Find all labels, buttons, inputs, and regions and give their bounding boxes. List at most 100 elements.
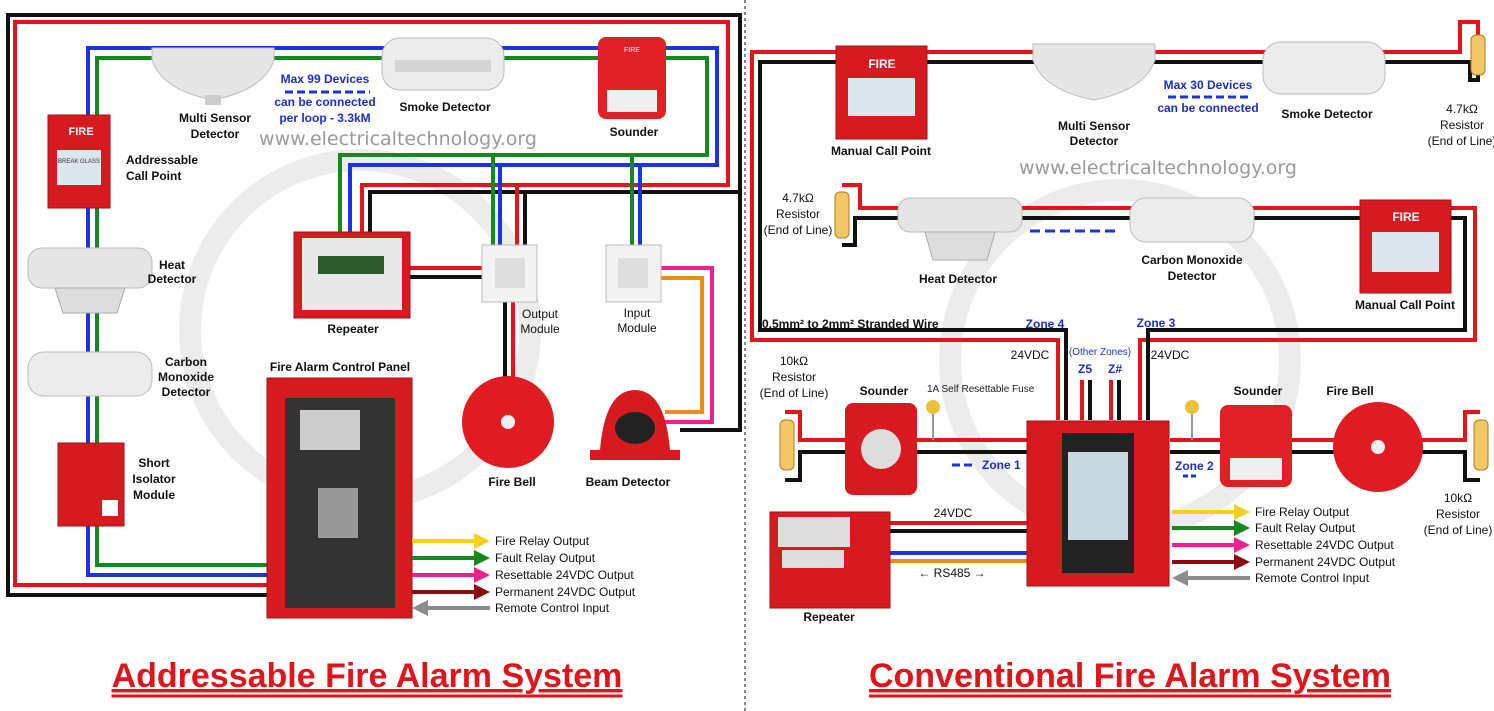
conventional-outputs — [1172, 504, 1250, 586]
conventional-title: Conventional Fire Alarm System — [869, 657, 1391, 695]
carbon-monoxide-detector — [1129, 197, 1255, 243]
fire-bell-label: Fire Bell — [1326, 384, 1373, 398]
heat-detector-label: Detector — [148, 272, 197, 286]
resistor-label: Resistor — [776, 207, 820, 221]
output-label: Permanent 24VDC Output — [1255, 555, 1396, 569]
manual-call-point-label: Manual Call Point — [1355, 298, 1455, 312]
sounder-label: Sounder — [1234, 384, 1283, 398]
fire-bell — [462, 376, 554, 468]
co-detector-label: Detector — [162, 385, 211, 399]
fuse-label: 1A Self Resettable Fuse — [927, 384, 1035, 395]
zone4-label: Zone 4 — [1026, 317, 1065, 331]
output-label: Remote Control Input — [495, 601, 610, 615]
svg-text:BREAK GLASS: BREAK GLASS — [58, 159, 100, 165]
conventional-wiring — [750, 20, 1480, 563]
call-point-label: Addressable — [126, 153, 198, 167]
output-label: Fault Relay Output — [495, 551, 596, 565]
output-label: Fault Relay Output — [1255, 521, 1356, 535]
zone3-label: Zone 3 — [1137, 316, 1176, 330]
smoke-detector-label: Smoke Detector — [1281, 107, 1373, 121]
isolator-label: Module — [133, 488, 175, 502]
resistor-right — [1473, 419, 1489, 471]
wire-spec-label: 0.5mm² to 2mm² Stranded Wire — [762, 317, 939, 331]
resistor-label: Resistor — [1436, 507, 1480, 521]
control-panel-label: Fire Alarm Control Panel — [270, 360, 410, 374]
smoke-detector — [1262, 41, 1386, 95]
output-label: Resettable 24VDC Output — [1255, 538, 1394, 552]
multi-sensor-label: Multi Sensor — [1058, 119, 1130, 133]
addressable-title: Addressable Fire Alarm System — [112, 657, 623, 695]
isolator-label: Isolator — [132, 472, 176, 486]
carbon-monoxide-detector — [27, 351, 153, 397]
repeater — [769, 511, 891, 609]
z5-label: Z5 — [1078, 362, 1092, 376]
input-module — [605, 244, 662, 303]
multi-sensor-label: Detector — [1070, 134, 1119, 148]
output-module-label: Module — [520, 322, 560, 336]
sounder-label: Sounder — [860, 384, 909, 398]
resistor-left — [779, 419, 795, 471]
output-label: Permanent 24VDC Output — [495, 585, 636, 599]
max-devices-label: can be connected — [274, 95, 375, 109]
repeater-label: Repeater — [803, 610, 855, 624]
svg-text:FIRE: FIRE — [624, 47, 640, 54]
resistor-label: 10kΩ — [1444, 491, 1472, 505]
heat-detector — [897, 197, 1023, 261]
smoke-detector — [381, 37, 505, 91]
output-label: Remote Control Input — [1255, 571, 1370, 585]
max-devices-label: per loop - 3.3kM — [279, 111, 370, 125]
vdc-label: 24VDC — [1151, 348, 1190, 362]
multi-sensor-detector — [151, 47, 275, 105]
repeater — [293, 231, 411, 319]
watermark-text: www.electricaltechnology.org — [259, 128, 537, 150]
manual-call-point-right: FIRE — [1359, 199, 1452, 294]
other-zones-label: (Other Zones) — [1069, 347, 1131, 358]
resistor-label: (End of Line) — [1424, 523, 1493, 537]
resistor-label: Resistor — [772, 370, 816, 384]
conventional-control-panel — [1026, 420, 1170, 587]
resistor-label: 4.7kΩ — [782, 191, 814, 205]
fire-bell-label: Fire Bell — [488, 475, 535, 489]
sounder-left — [845, 403, 917, 495]
heat-detector — [27, 247, 153, 314]
sounder-right — [1220, 405, 1292, 487]
beam-detector — [590, 390, 680, 460]
input-module-label: Module — [617, 321, 657, 335]
max-devices-label: Max 30 Devices — [1164, 78, 1253, 92]
smoke-detector-label: Smoke Detector — [399, 100, 491, 114]
addressable-call-point: FIRE BREAK GLASS — [47, 114, 111, 209]
resistor-label: 4.7kΩ — [1446, 102, 1478, 116]
isolator-label: Short — [138, 456, 169, 470]
heat-detector-label: Heat Detector — [919, 272, 997, 286]
rs485-label: ← RS485 → — [918, 566, 985, 580]
fuse-icon — [1185, 400, 1199, 440]
zone2-label: Zone 2 — [1175, 459, 1214, 473]
multi-sensor-detector — [1032, 43, 1156, 101]
co-detector-label: Monoxide — [158, 370, 214, 384]
multi-sensor-label: Multi Sensor — [179, 111, 251, 125]
addressable-outputs — [412, 533, 490, 616]
output-module — [481, 244, 538, 303]
resistor-label: Resistor — [1440, 118, 1484, 132]
zone1-label: Zone 1 — [982, 458, 1021, 472]
call-point-label: Call Point — [126, 169, 181, 183]
vdc-label: 24VDC — [1011, 348, 1050, 362]
manual-call-point-label: Manual Call Point — [831, 144, 931, 158]
resistor-top — [1470, 34, 1486, 76]
resistor-label: 10kΩ — [780, 354, 808, 368]
fire-bell — [1333, 402, 1423, 492]
output-label: Fire Relay Output — [495, 534, 590, 548]
vdc-label: 24VDC — [934, 506, 973, 520]
sounder: FIRE — [598, 37, 666, 119]
multi-sensor-label: Detector — [191, 127, 240, 141]
resistor-label: (End of Line) — [764, 223, 833, 237]
beam-detector-label: Beam Detector — [586, 475, 671, 489]
co-detector-label: Detector — [1168, 269, 1217, 283]
fuse-icon — [926, 400, 940, 440]
co-detector-label: Carbon Monoxide — [1141, 253, 1243, 267]
output-label: Fire Relay Output — [1255, 505, 1350, 519]
fire-alarm-control-panel — [266, 377, 413, 619]
manual-call-point-top: FIRE — [835, 45, 928, 140]
max-devices-label: Max 99 Devices — [281, 72, 370, 86]
